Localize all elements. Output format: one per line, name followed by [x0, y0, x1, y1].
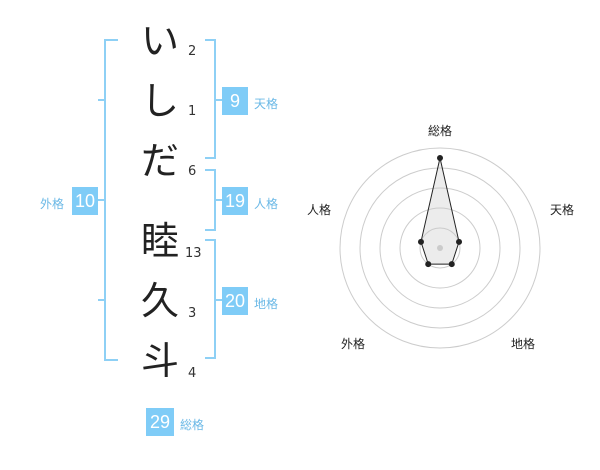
- name-char-6: 斗: [140, 339, 179, 383]
- radar-ring-2: [399, 207, 481, 289]
- radar-ring-5: [339, 147, 541, 349]
- radar-point-2: [448, 261, 455, 268]
- name-char-2: し: [140, 79, 179, 123]
- soukaku-value: 29: [146, 408, 174, 436]
- radar-label-jinkaku: 人格: [307, 203, 332, 217]
- stroke-count-6: 4: [188, 366, 197, 381]
- name-char-5: 久: [140, 279, 179, 323]
- stroke-count-1: 2: [188, 44, 197, 59]
- radar-ring-3: [379, 187, 501, 309]
- soukaku-label: 総格: [180, 418, 205, 432]
- chikaku-label: 地格: [254, 297, 279, 311]
- radar-label-tenkaku: 天格: [550, 203, 575, 217]
- radar-ring-1: [419, 227, 461, 269]
- stroke-count-5: 3: [188, 306, 197, 321]
- stroke-count-4: 13: [185, 246, 202, 261]
- radar-label-gaikaku: 外格: [341, 337, 366, 351]
- gaikaku-label: 外格: [40, 197, 65, 211]
- radar-label-chikaku: 地格: [511, 337, 536, 351]
- tenkaku-label: 天格: [254, 97, 279, 111]
- radar-point-0: [437, 155, 443, 161]
- radar-point-1: [456, 238, 463, 245]
- name-char-3: だ: [140, 139, 179, 183]
- stroke-count-3: 6: [188, 164, 197, 179]
- radar-ring-4: [359, 167, 521, 329]
- radar-point-3: [425, 261, 432, 268]
- name-char-1: い: [140, 19, 179, 63]
- chikaku-value: 20: [222, 287, 248, 315]
- name-char-4: 睦: [140, 219, 179, 263]
- radar-point-4: [417, 238, 424, 245]
- gaikaku-value: 10: [72, 187, 98, 215]
- jinkaku-value: 19: [222, 187, 248, 215]
- tenkaku-value: 9: [222, 87, 248, 115]
- radar-label-soukaku: 総格: [428, 124, 453, 138]
- radar-polygon: [420, 157, 460, 265]
- stroke-count-2: 1: [188, 104, 197, 119]
- radar-center: [437, 245, 443, 251]
- jinkaku-label: 人格: [254, 197, 279, 211]
